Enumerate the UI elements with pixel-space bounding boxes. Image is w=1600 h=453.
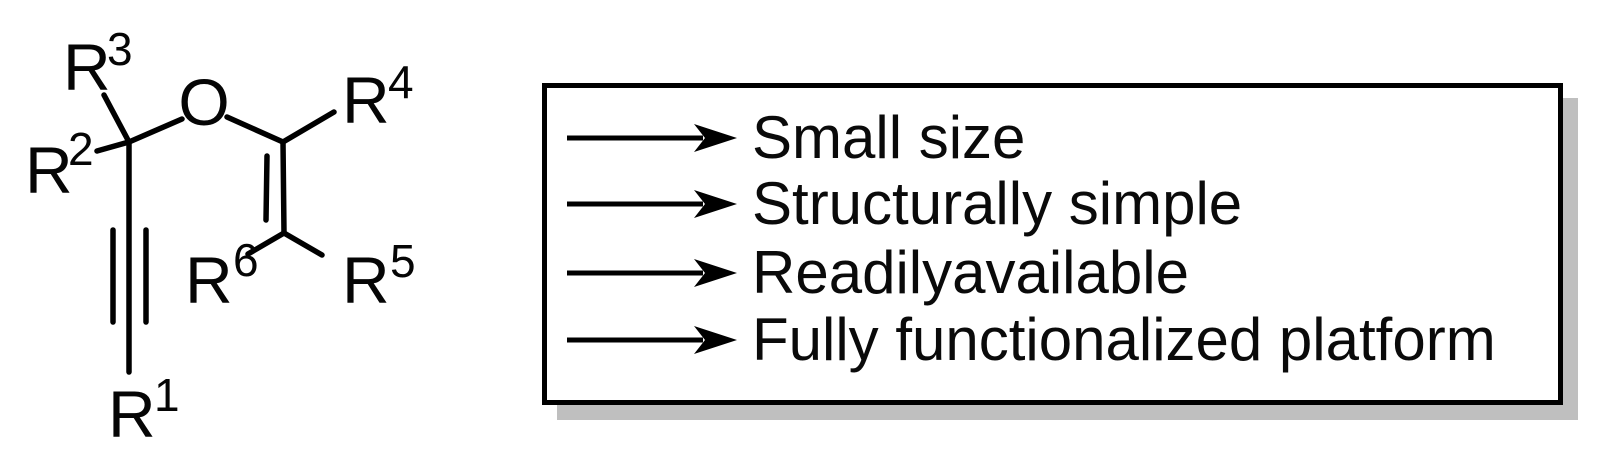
- bond-c2-r6: [245, 230, 287, 257]
- bond-c0-r3: [101, 92, 132, 145]
- double-bond-inner: [263, 153, 270, 223]
- label-r6-sup: 6: [233, 234, 259, 286]
- double-bond-outer: [280, 139, 287, 236]
- label-r1-sup: 1: [154, 369, 180, 421]
- label-r3-sup: 3: [107, 23, 133, 75]
- label-r5: R: [342, 243, 390, 317]
- bond-c0-r2: [94, 139, 132, 154]
- label-r5-sup: 5: [390, 235, 416, 287]
- feature-label: Fully functionalized platform: [752, 306, 1496, 373]
- label-r4-sup: 4: [388, 56, 414, 108]
- bond-c0-o: [126, 116, 185, 145]
- label-r1: R: [108, 377, 156, 451]
- bond-c1-r4: [280, 109, 337, 145]
- atom-oxygen: O: [178, 65, 229, 139]
- bond-o-c1: [224, 114, 286, 145]
- feature-box: Small size Structurally simple Readilyav…: [542, 83, 1563, 405]
- label-r4: R: [342, 63, 390, 137]
- feature-label: Structurally simple: [752, 170, 1243, 237]
- arrow-icon: [567, 124, 737, 152]
- molecule-structure: O R 3 R 2 R 4 R 6 R 5 R 1: [25, 23, 416, 451]
- label-r3: R: [63, 30, 111, 104]
- feature-item: Structurally simple: [567, 174, 1242, 234]
- label-r2-sup: 2: [68, 123, 94, 175]
- arrow-icon: [567, 259, 737, 287]
- feature-item: Fully functionalized platform: [567, 310, 1496, 370]
- arrow-icon: [567, 326, 737, 354]
- feature-label: Readilyavailable: [752, 239, 1189, 306]
- feature-label: Small size: [752, 104, 1026, 171]
- feature-item: Readilyavailable: [567, 243, 1189, 303]
- bond-c2-r5: [281, 230, 325, 258]
- feature-item: Small size: [567, 108, 1025, 168]
- label-r6: R: [185, 243, 233, 317]
- arrow-icon: [567, 190, 737, 218]
- label-r2: R: [25, 133, 73, 207]
